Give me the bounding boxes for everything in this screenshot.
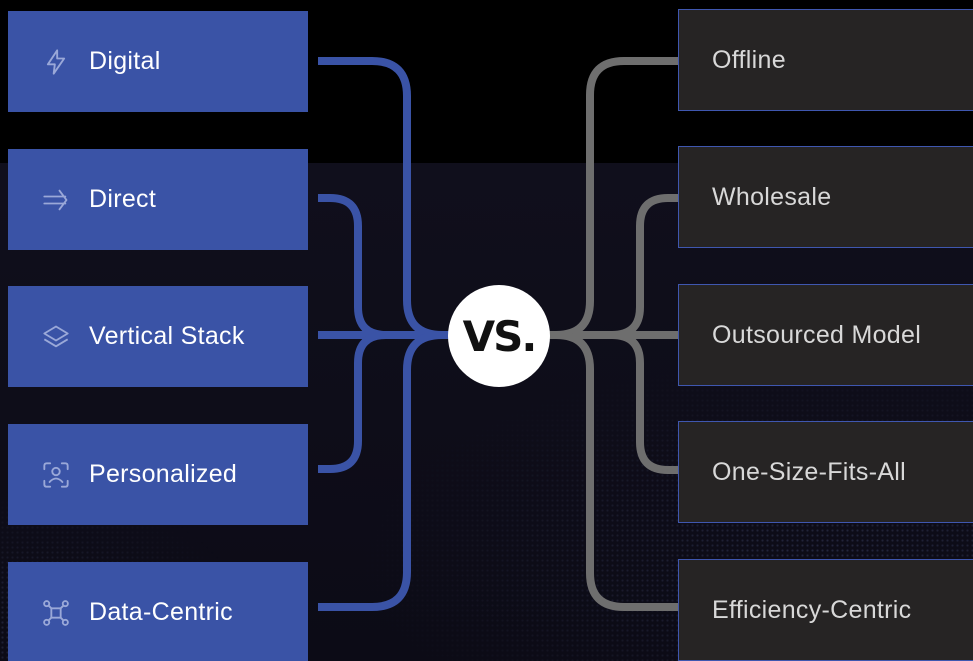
connector-data-centric — [318, 331, 450, 611]
right-item-efficiency-centric: Efficiency-Centric — [678, 559, 973, 661]
double-arrow-right-icon — [41, 185, 71, 215]
right-item-offline: Offline — [678, 9, 973, 111]
connector-personalized — [318, 331, 450, 473]
left-item-data-centric: Data-Centric — [8, 562, 308, 661]
left-item-vertical-stack: Vertical Stack — [8, 286, 308, 387]
network-nodes-icon — [41, 598, 71, 628]
left-item-label: Digital — [89, 47, 161, 75]
connector-direct — [318, 194, 450, 339]
left-item-label: Vertical Stack — [89, 322, 245, 350]
left-item-personalized: Personalized — [8, 424, 308, 525]
right-item-wholesale: Wholesale — [678, 146, 973, 248]
right-item-label: Efficiency-Centric — [712, 595, 912, 624]
lightning-icon — [41, 47, 71, 77]
right-item-label: Outsourced Model — [712, 320, 922, 349]
right-item-label: One-Size-Fits-All — [712, 457, 907, 486]
left-item-label: Data-Centric — [89, 598, 233, 626]
right-item-one-size-fits-all: One-Size-Fits-All — [678, 421, 973, 523]
right-item-outsourced-model: Outsourced Model — [678, 284, 973, 386]
left-item-label: Direct — [89, 185, 157, 213]
versus-badge: VS. — [448, 285, 550, 387]
connector-one-size-fits-all — [548, 331, 678, 474]
person-scan-icon — [41, 460, 71, 490]
layers-icon — [41, 322, 71, 352]
left-connectors — [318, 57, 450, 611]
right-item-label: Wholesale — [712, 182, 832, 211]
left-item-digital: Digital — [8, 11, 308, 112]
right-connectors — [548, 57, 678, 611]
connector-wholesale — [548, 194, 678, 339]
left-item-label: Personalized — [89, 460, 238, 488]
right-item-label: Offline — [712, 45, 786, 74]
left-item-direct: Direct — [8, 149, 308, 250]
connector-efficiency-centric — [548, 331, 678, 611]
